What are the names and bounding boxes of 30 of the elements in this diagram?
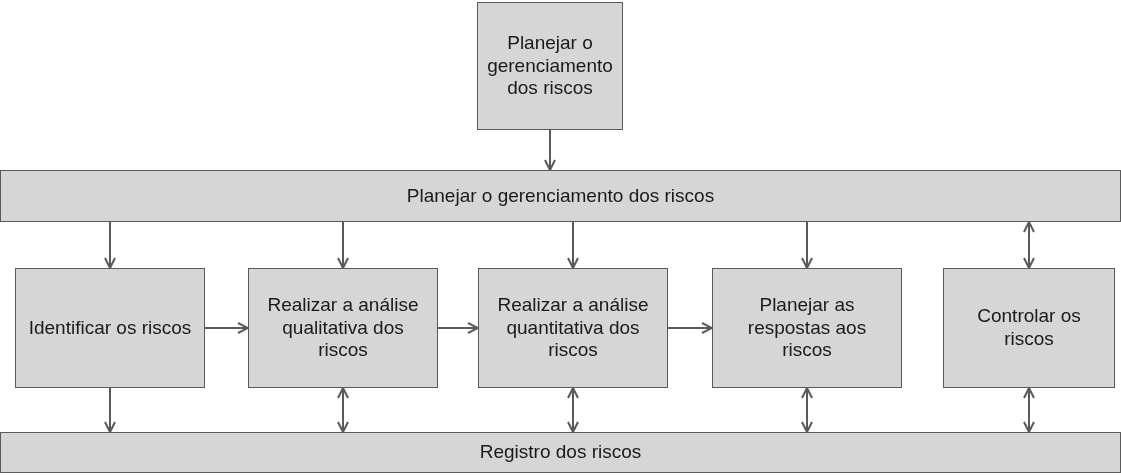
process-box [15, 268, 205, 388]
process-band [0, 170, 1121, 222]
arrow [337, 221, 349, 269]
node-label: Realizar a análise qualitativa dos riscos [266, 293, 420, 363]
arrow [801, 221, 813, 269]
arrow [667, 322, 713, 334]
process-box [712, 268, 902, 388]
arrow [1023, 221, 1035, 269]
arrow [544, 129, 556, 171]
arrow [437, 322, 479, 334]
arrow [104, 221, 116, 269]
node-label: Planejar o gerenciamento dos riscos [486, 31, 614, 101]
node-label: Registro dos riscos [478, 441, 643, 464]
arrow [1023, 387, 1035, 433]
node-label: Planejar as respostas aos riscos [746, 293, 868, 363]
process-box [477, 2, 623, 130]
process-box [943, 268, 1115, 388]
node-label: Realizar a análise quantitativa dos riscos [496, 293, 650, 363]
node-label: Controlar os riscos [976, 305, 1082, 351]
arrow [567, 221, 579, 269]
arrow [801, 387, 813, 433]
arrow [337, 387, 349, 433]
arrow [104, 387, 116, 433]
arrow [567, 387, 579, 433]
process-band [0, 432, 1121, 473]
process-box [478, 268, 668, 388]
node-label: Planejar o gerenciamento dos riscos [405, 184, 716, 208]
process-box [248, 268, 438, 388]
node-label: Identificar os riscos [27, 316, 193, 340]
arrow [204, 322, 249, 334]
